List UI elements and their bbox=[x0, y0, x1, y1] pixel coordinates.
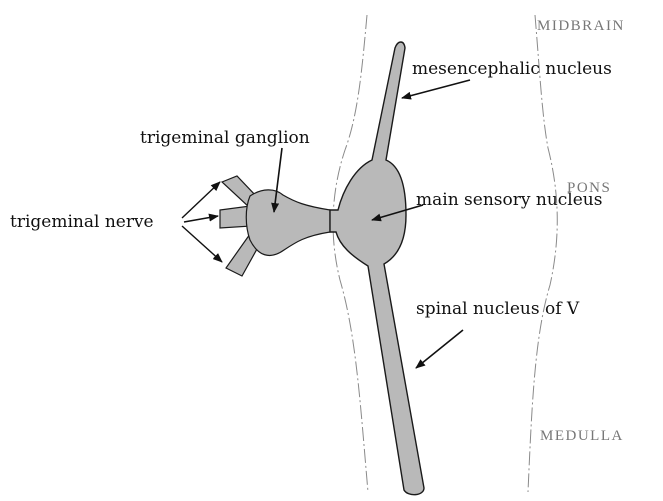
label-main-sensory-nucleus: main sensory nucleus bbox=[416, 190, 602, 210]
region-medulla: MEDULLA bbox=[540, 428, 624, 444]
nerve-arrow-lower bbox=[182, 226, 222, 262]
region-midbrain: MIDBRAIN bbox=[537, 18, 625, 34]
label-spinal-nucleus: spinal nucleus of V bbox=[416, 299, 580, 319]
brainstem-right-boundary bbox=[528, 15, 557, 492]
trigeminal-ganglion-shape bbox=[246, 190, 330, 256]
nerve-arrow-upper bbox=[182, 182, 220, 218]
mesencephalic-arrow bbox=[402, 80, 470, 98]
label-mesencephalic-nucleus: mesencephalic nucleus bbox=[412, 59, 612, 79]
nerve-arrow-middle bbox=[184, 216, 218, 222]
label-trigeminal-ganglion: trigeminal ganglion bbox=[140, 128, 310, 148]
spinal-arrow bbox=[416, 330, 463, 368]
trigeminal-nuclear-column bbox=[330, 42, 424, 495]
label-trigeminal-nerve: trigeminal nerve bbox=[10, 212, 154, 232]
